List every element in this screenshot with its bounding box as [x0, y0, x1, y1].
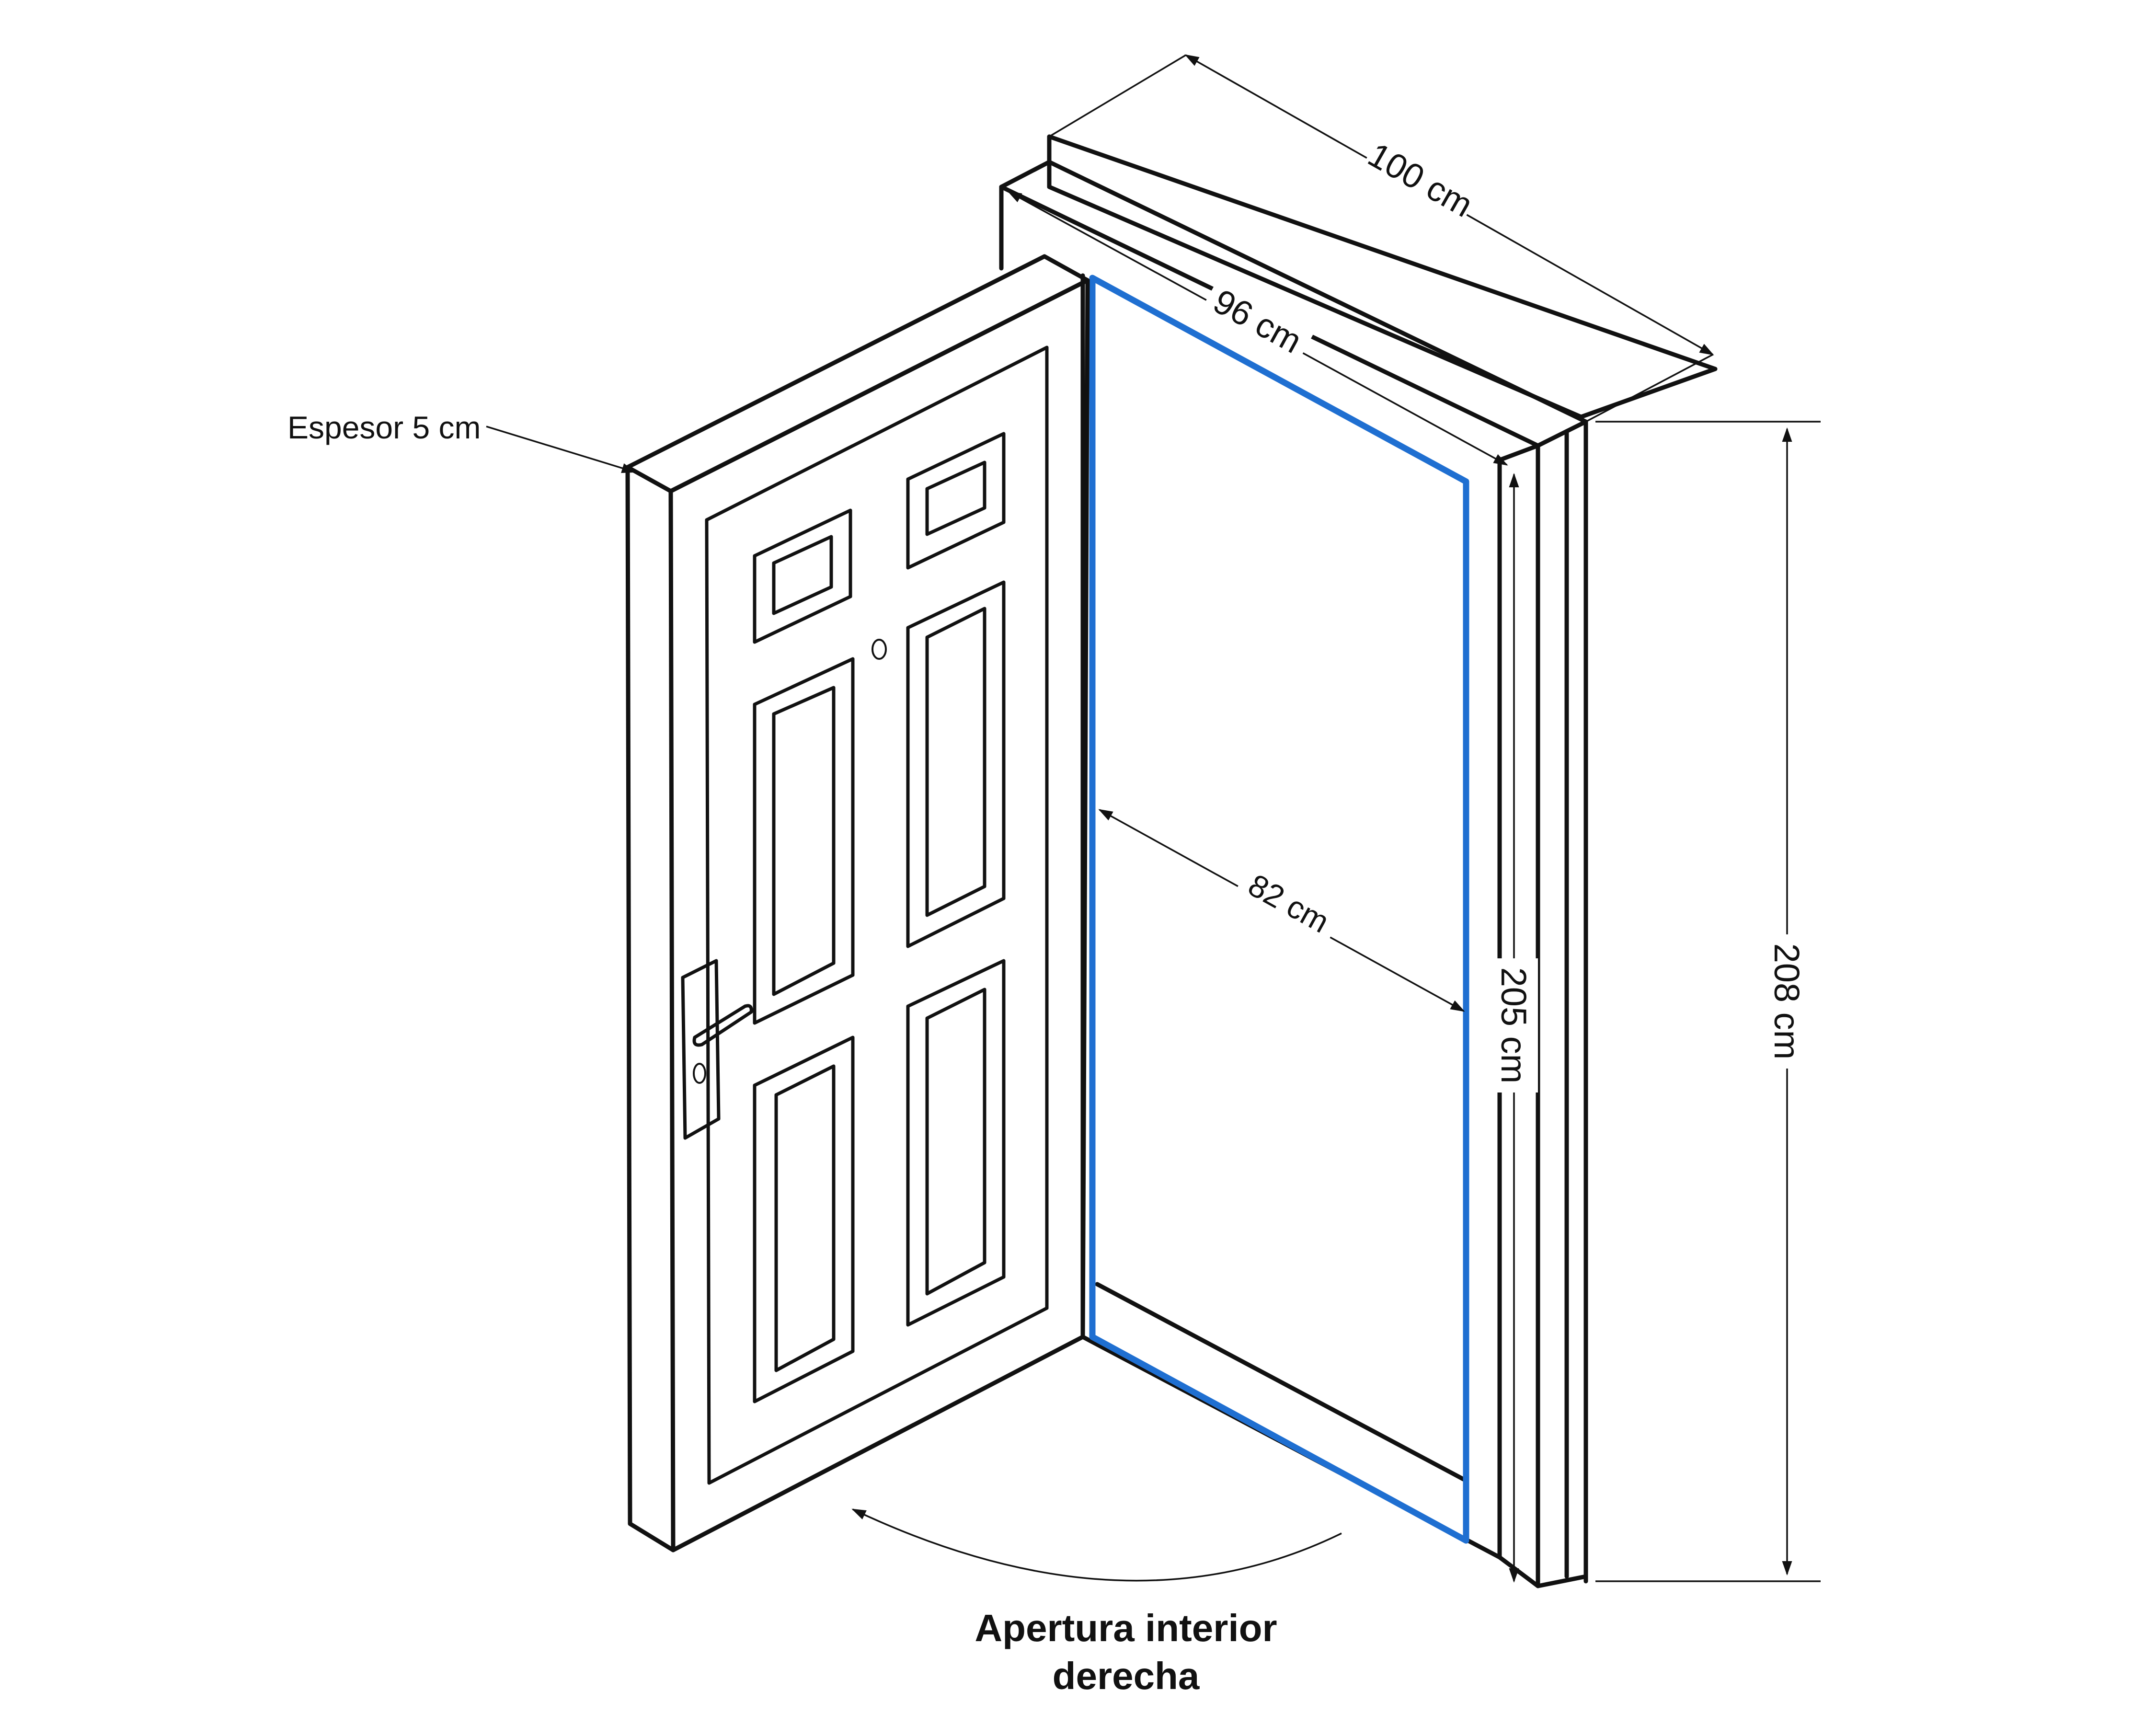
panel-low-left: [753, 1035, 855, 1403]
panel-mid-right-inner: [925, 607, 986, 917]
panel-mid-left: [753, 657, 855, 1025]
panel-low-right: [906, 959, 1006, 1327]
panel-top-right: [906, 432, 1006, 570]
frame-stop-top: [1497, 443, 1540, 462]
door-face: [668, 278, 1090, 1552]
dimension-100: 100 cm: [1049, 54, 1714, 423]
door-frame: [999, 134, 1718, 1588]
dimension-96-label-bg: [1199, 276, 1317, 367]
panel-mid-left-inner: [772, 686, 836, 996]
dimension-208: 208 cm: [1595, 421, 1821, 1582]
dimension-82: 82 cm: [1098, 809, 1465, 1012]
door-top-edge: [625, 254, 1090, 494]
dimension-82-label-bg: [1232, 859, 1346, 948]
dimension-205-label-bg: [1490, 958, 1538, 1092]
dimension-205: 205 cm: [1490, 473, 1538, 1583]
opening-arc-arrow: [851, 1508, 1342, 1582]
panel-top-right-inner: [925, 460, 986, 536]
dimension-205-label: 205 cm: [1494, 967, 1534, 1084]
door-inner-border: [705, 345, 1049, 1485]
door-handle-icon: [692, 1004, 753, 1047]
opening-label-line2: derecha: [1053, 1655, 1200, 1697]
opening-label-line1: Apertura interior: [975, 1607, 1277, 1649]
sill-line-inner: [1095, 1282, 1468, 1483]
handle-plate: [681, 959, 721, 1140]
keyhole-icon: [693, 1063, 706, 1084]
frame-bottom-right: [1497, 1555, 1588, 1588]
panel-low-right-inner: [925, 988, 986, 1296]
dimension-82-label: 82 cm: [1242, 867, 1335, 940]
door-leaf: [625, 254, 1090, 1552]
thickness-callout: Espesor 5 cm: [287, 410, 636, 473]
opening-direction: Apertura interior derecha: [851, 1508, 1342, 1697]
dimension-208-label: 208 cm: [1767, 943, 1807, 1060]
door-side-edge: [625, 465, 676, 1552]
peephole-icon: [872, 639, 887, 660]
dimension-208-label-bg: [1763, 934, 1811, 1069]
thickness-arrow: [486, 426, 636, 473]
dimension-100-ext-right: [1585, 354, 1713, 423]
panel-mid-right: [906, 580, 1006, 948]
panel-low-left-inner: [774, 1064, 836, 1372]
panel-top-left-inner: [772, 535, 833, 615]
panel-top-left: [753, 508, 852, 644]
dimension-100-ext-left: [1049, 54, 1186, 138]
thickness-label: Espesor 5 cm: [287, 410, 481, 445]
